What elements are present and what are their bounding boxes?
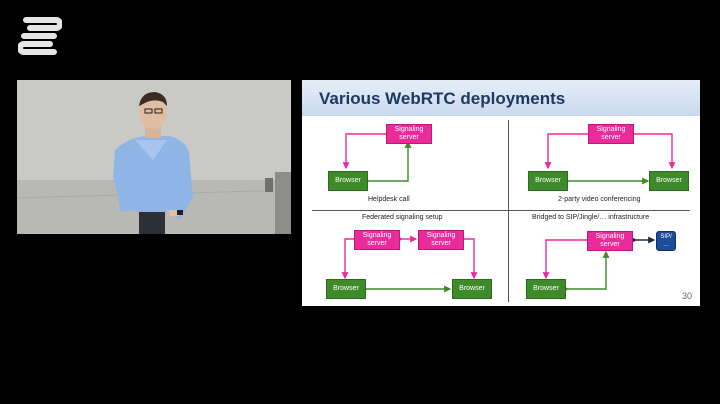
speaker-video[interactable] [17,80,291,234]
q3-signaling-server-left: Signaling server [354,230,400,250]
q1-browser: Browser [328,171,368,191]
q1-signal-arrows [342,130,392,170]
q2-caption: 2-party video conferencing [558,196,641,203]
q4-signaling-server: Signaling server [587,231,633,251]
slide-title: Various WebRTC deployments [319,89,566,108]
slide-title-bar [302,80,700,116]
q4-caption: Bridged to SIP/Jingle/… infrastructure [532,214,650,221]
q2-browser-right: Browser [649,171,689,191]
q1-signaling-server: Signaling server [386,124,432,144]
q4-browser: Browser [526,279,566,299]
presentation-slide: Various WebRTC deployments [302,80,700,306]
q1-media-arrow [362,140,412,185]
q3-browser-right: Browser [452,279,492,299]
diagram-arrows [341,130,676,293]
speaker-video-frame [17,80,291,234]
q4-sip-endpoint: SIP/ … [656,231,676,251]
q1-caption: Helpdesk call [368,196,410,203]
channel-logo [18,17,62,55]
slide-page-number: 30 [682,291,693,301]
q2-signaling-server: Signaling server [588,124,634,144]
q2-browser-left: Browser [528,171,568,191]
q3-browser-left: Browser [326,279,366,299]
q3-caption: Federated signaling setup [362,214,443,221]
q3-signaling-server-right: Signaling server [418,230,464,250]
quadrant-divider-vertical [508,120,509,302]
quadrant-divider-horizontal [312,210,690,211]
